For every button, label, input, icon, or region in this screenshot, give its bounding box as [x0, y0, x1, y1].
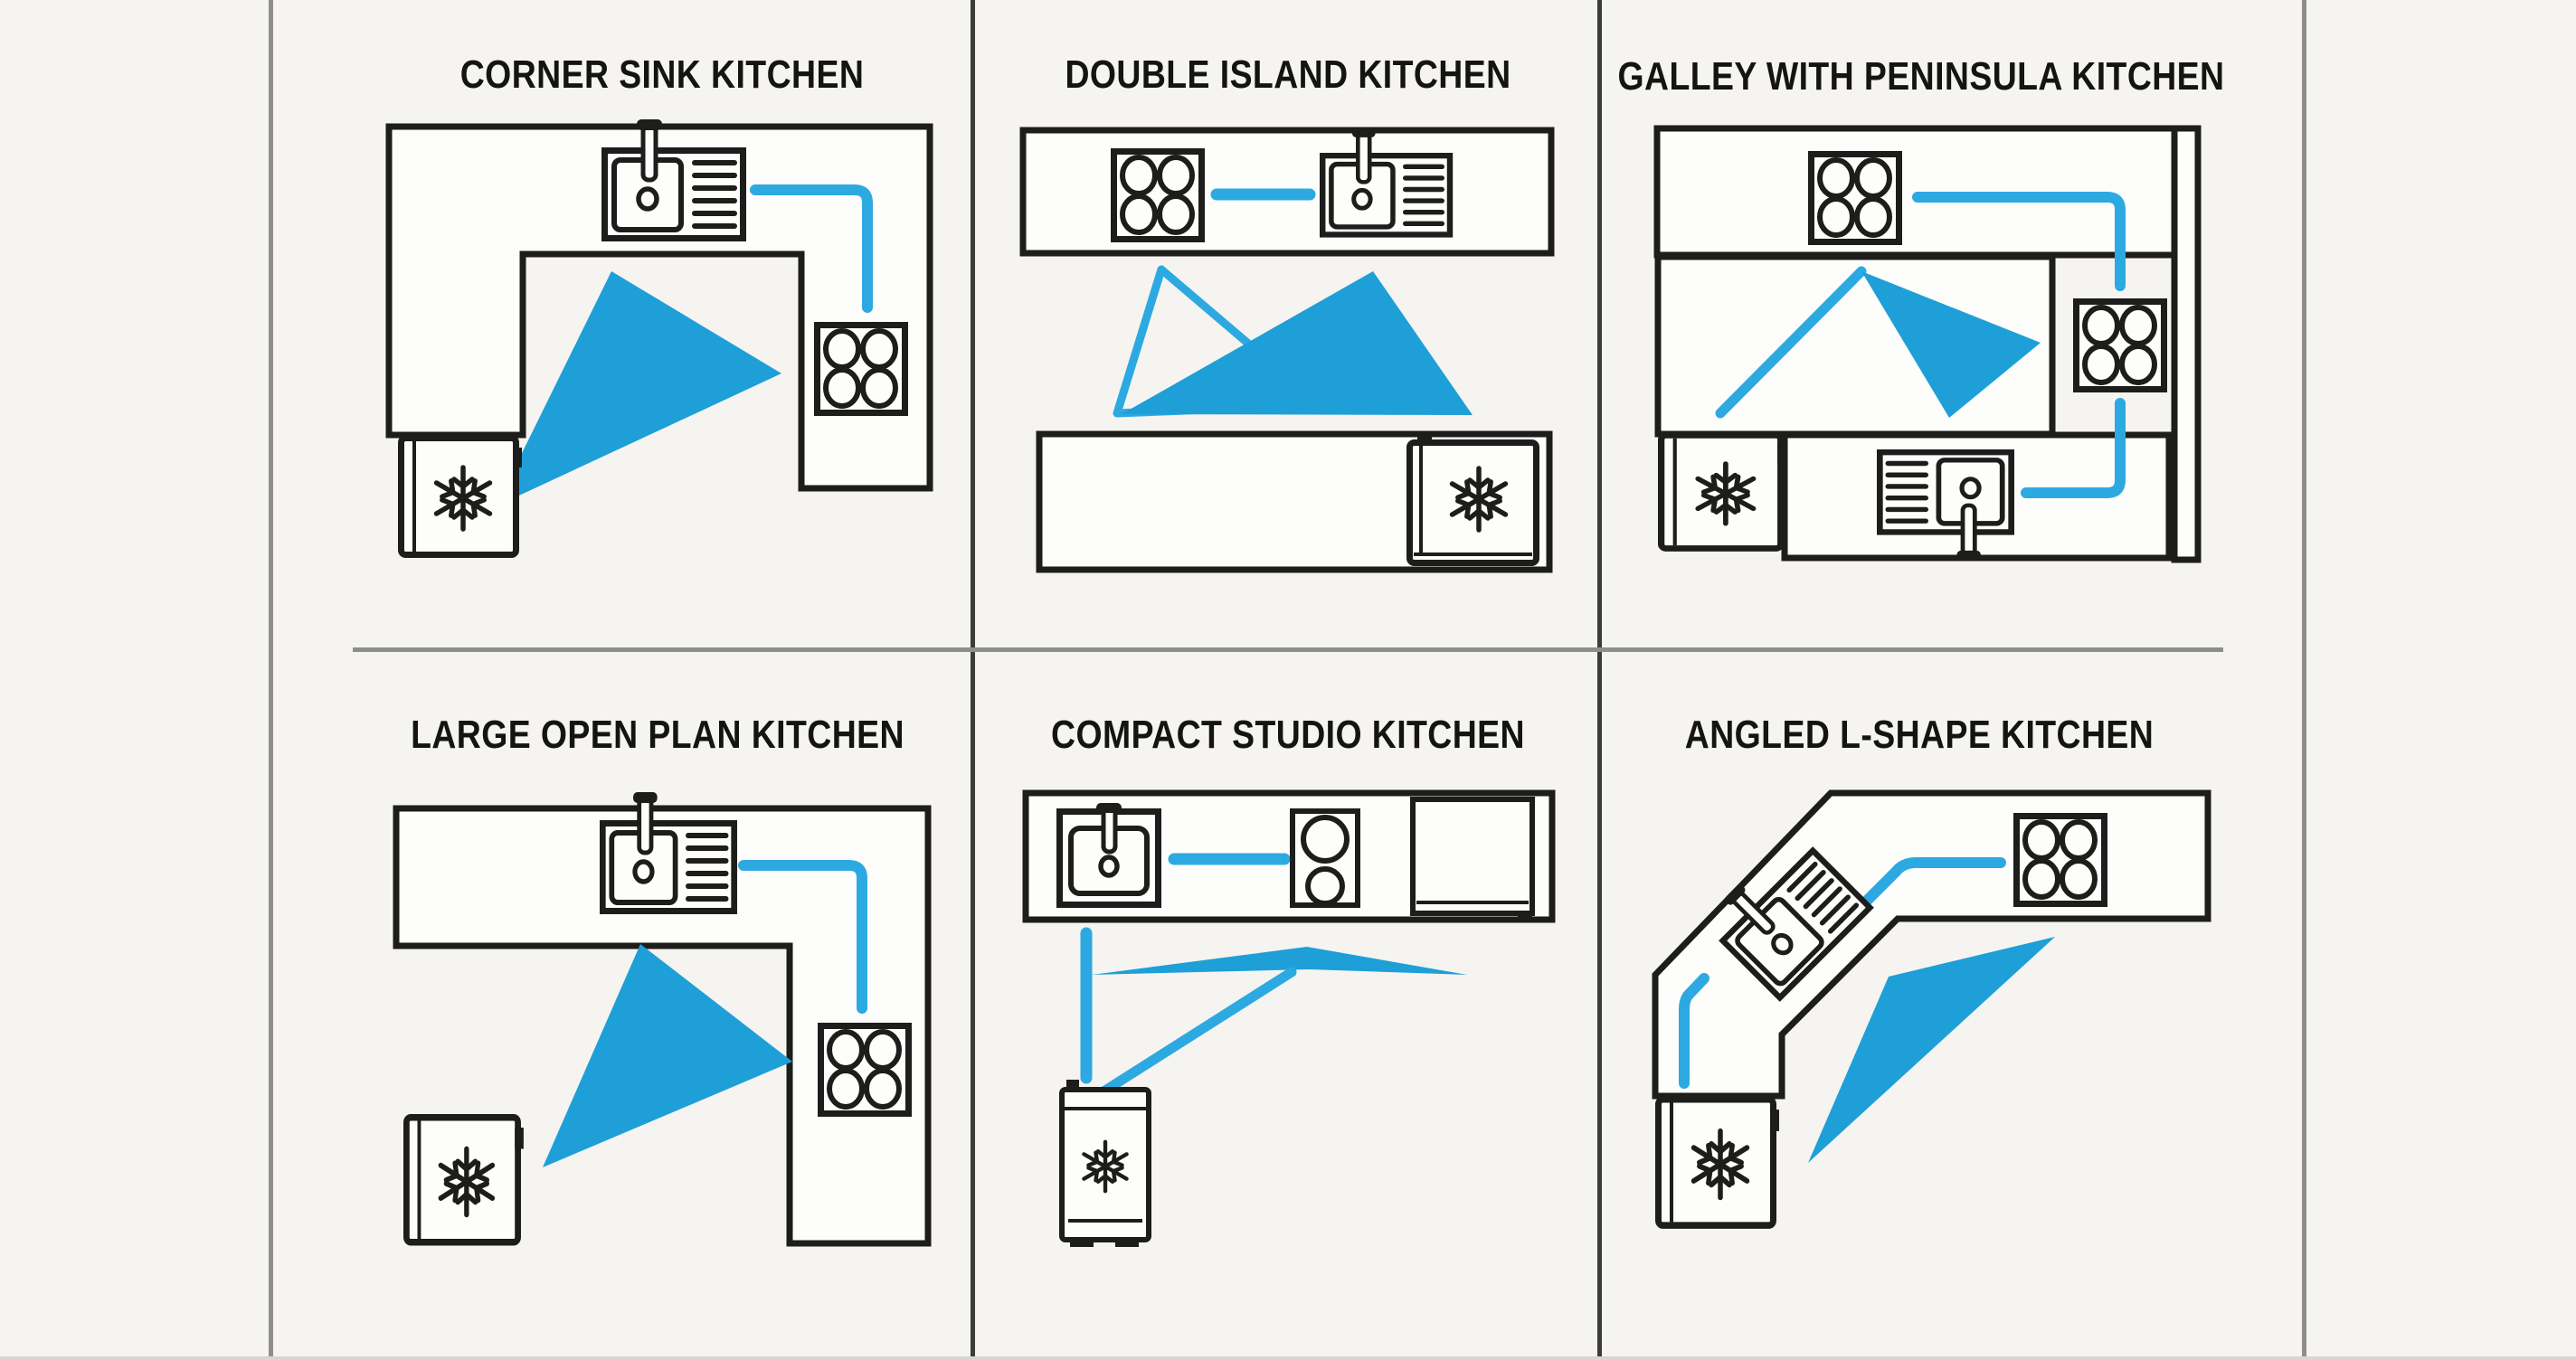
counter [393, 805, 932, 1247]
connector-line-sink-stove [1858, 857, 2006, 910]
work-triangle [1861, 271, 2041, 418]
floor-plan-angled-l-shape [1652, 789, 2211, 1360]
connector-line-sink-stove [750, 184, 873, 313]
stove-icon [818, 326, 905, 413]
floor-plan-double-island [1019, 99, 1555, 573]
right-border-line [2302, 0, 2306, 1360]
work-triangle [1092, 947, 1467, 975]
connector-line-stove-sink [2021, 398, 2126, 498]
counter-right-strip [2171, 125, 2202, 563]
panel-title-angled-l-shape: ANGLED L-SHAPE KITCHEN [1684, 713, 2155, 757]
row-divider [353, 647, 2223, 652]
work-triangle [1122, 271, 1473, 415]
appliance-cabinet [1410, 797, 1535, 922]
bottom-edge-line [0, 1356, 2576, 1360]
stove-icon [1293, 811, 1358, 905]
column-divider-1 [971, 0, 975, 1360]
floor-plan-galley-peninsula [1653, 125, 2202, 650]
work-triangle [1808, 937, 2055, 1163]
left-border-line [269, 0, 273, 1360]
work-triangle-line [1715, 266, 1867, 419]
stove-icon [1114, 152, 1202, 240]
panel-title-double-island: DOUBLE ISLAND KITCHEN [1065, 52, 1511, 97]
refrigerator-icon [1659, 1100, 1780, 1225]
refrigerator-icon [1410, 431, 1537, 563]
connector-line-stove-stove [1912, 192, 2126, 291]
connector-line-sink-fridge [1679, 973, 1709, 1089]
refrigerator-icon [1062, 1080, 1149, 1247]
floor-plan-corner-sink [385, 99, 933, 650]
refrigerator-icon [406, 1118, 523, 1242]
stove-icon [2017, 817, 2105, 904]
column-divider-2 [1597, 0, 1602, 1360]
panel-title-galley-peninsula: GALLEY WITH PENINSULA KITCHEN [1617, 54, 2225, 99]
work-triangle [496, 271, 781, 506]
stove-icon-right [2077, 302, 2164, 390]
work-triangle-line [1085, 967, 1297, 1105]
panel-title-large-open-plan: LARGE OPEN PLAN KITCHEN [411, 713, 904, 757]
sink-icon [1060, 803, 1159, 905]
floor-plan-large-open-plan [393, 653, 932, 1247]
panel-title-compact-studio: COMPACT STUDIO KITCHEN [1051, 713, 1525, 757]
connector-line-sink-stove [738, 860, 867, 1014]
floor-plan-compact-studio [1022, 789, 1556, 1360]
refrigerator-icon [1662, 435, 1787, 548]
work-triangle [543, 944, 792, 1167]
stove-icon-top [1812, 155, 1899, 242]
panel-title-corner-sink: CORNER SINK KITCHEN [459, 52, 865, 97]
refrigerator-icon [402, 439, 523, 555]
stove-icon [821, 1026, 909, 1114]
